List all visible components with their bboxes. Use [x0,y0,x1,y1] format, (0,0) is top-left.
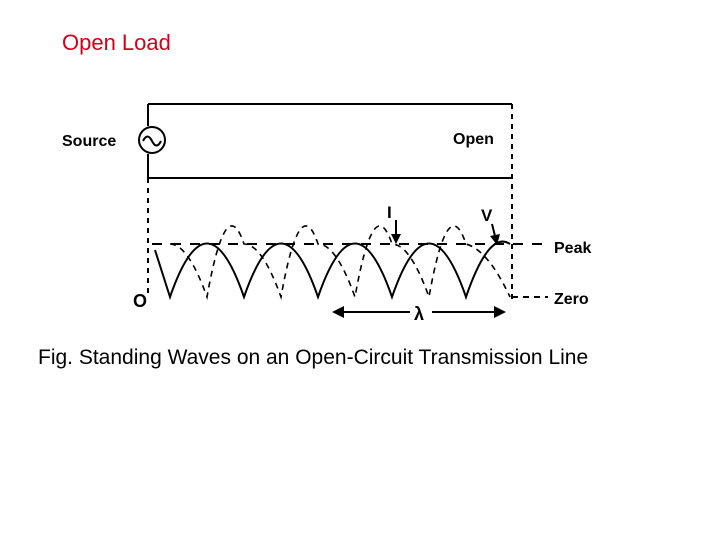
figure-caption: Fig. Standing Waves on an Open-Circuit T… [38,346,589,369]
wavelength-label: λ [414,304,424,324]
zero-label: Zero [554,291,589,308]
ac-source-icon [138,126,166,154]
standing-wave-diagram: Source Open I V Peak Zero O λ [62,103,591,324]
slide-title: Open Load [62,30,171,55]
current-pointer-arrow [391,220,401,244]
voltage-label: V [481,206,493,225]
origin-label: O [133,291,147,311]
wavelength-dimension-arrow [332,306,506,318]
current-label: I [387,203,392,222]
peak-label: Peak [554,240,591,257]
source-label: Source [62,133,116,150]
open-label: Open [453,131,494,148]
voltage-pointer-arrow [490,223,500,245]
current-standing-wave [169,225,511,301]
voltage-standing-wave [154,240,511,301]
